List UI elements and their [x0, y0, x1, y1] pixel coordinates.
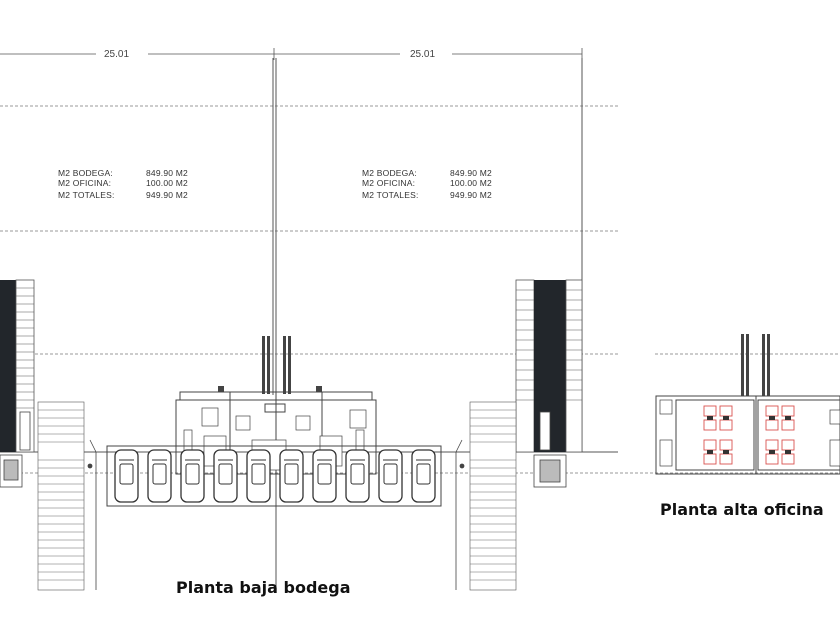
loading-ramps — [37, 401, 517, 591]
bodega-label: M2 BODEGA: — [362, 168, 417, 178]
totales-label: M2 TOTALES: — [362, 190, 419, 200]
caption-upper-floor: Planta alta oficina — [660, 500, 824, 519]
office-furniture-ground — [183, 407, 367, 471]
oficina-value: 100.00 M2 — [146, 178, 188, 188]
oficina-label: M2 OFICINA: — [362, 178, 415, 188]
parking-space — [279, 449, 304, 503]
office-mullions — [218, 336, 322, 394]
dock-equipment — [0, 411, 567, 590]
parking-space — [114, 449, 139, 503]
parking-space — [312, 449, 337, 503]
dimension-line — [0, 48, 583, 60]
bodega-value: 849.90 M2 — [450, 168, 492, 178]
left-dark-columns — [0, 279, 35, 453]
area-summary-left: M2 BODEGA: 849.90 M2 M2 OFICINA: 100.00 … — [58, 168, 188, 200]
bodega-value: 849.90 M2 — [146, 168, 188, 178]
upper-furniture — [659, 399, 840, 467]
caption-ground-floor: Planta baja bodega — [176, 578, 351, 597]
totales-value: 949.90 M2 — [450, 190, 492, 200]
office-block-upper — [655, 395, 840, 475]
parking-space — [411, 449, 436, 503]
dimension-right: 25.01 — [410, 49, 435, 60]
parking-space — [378, 449, 403, 503]
area-summary-right: M2 BODEGA: 849.90 M2 M2 OFICINA: 100.00 … — [362, 168, 492, 200]
parking-spaces — [114, 449, 436, 503]
parking-space — [213, 449, 238, 503]
dimension-left: 25.01 — [104, 49, 129, 60]
totales-label: M2 TOTALES: — [58, 190, 115, 200]
workstations — [703, 405, 795, 465]
right-dark-columns — [515, 279, 583, 453]
totales-value: 949.90 M2 — [146, 190, 188, 200]
guide-lines — [0, 105, 840, 474]
upper-mullions — [741, 334, 770, 396]
parking-space — [180, 449, 205, 503]
parking-space — [246, 449, 271, 503]
oficina-value: 100.00 M2 — [450, 178, 492, 188]
ramp-stripes — [38, 409, 516, 581]
parking-space — [345, 449, 370, 503]
oficina-label: M2 OFICINA: — [58, 178, 111, 188]
bodega-label: M2 BODEGA: — [58, 168, 113, 178]
parking-area — [106, 445, 442, 507]
workstation-chairs — [707, 416, 791, 454]
parking-space — [147, 449, 172, 503]
